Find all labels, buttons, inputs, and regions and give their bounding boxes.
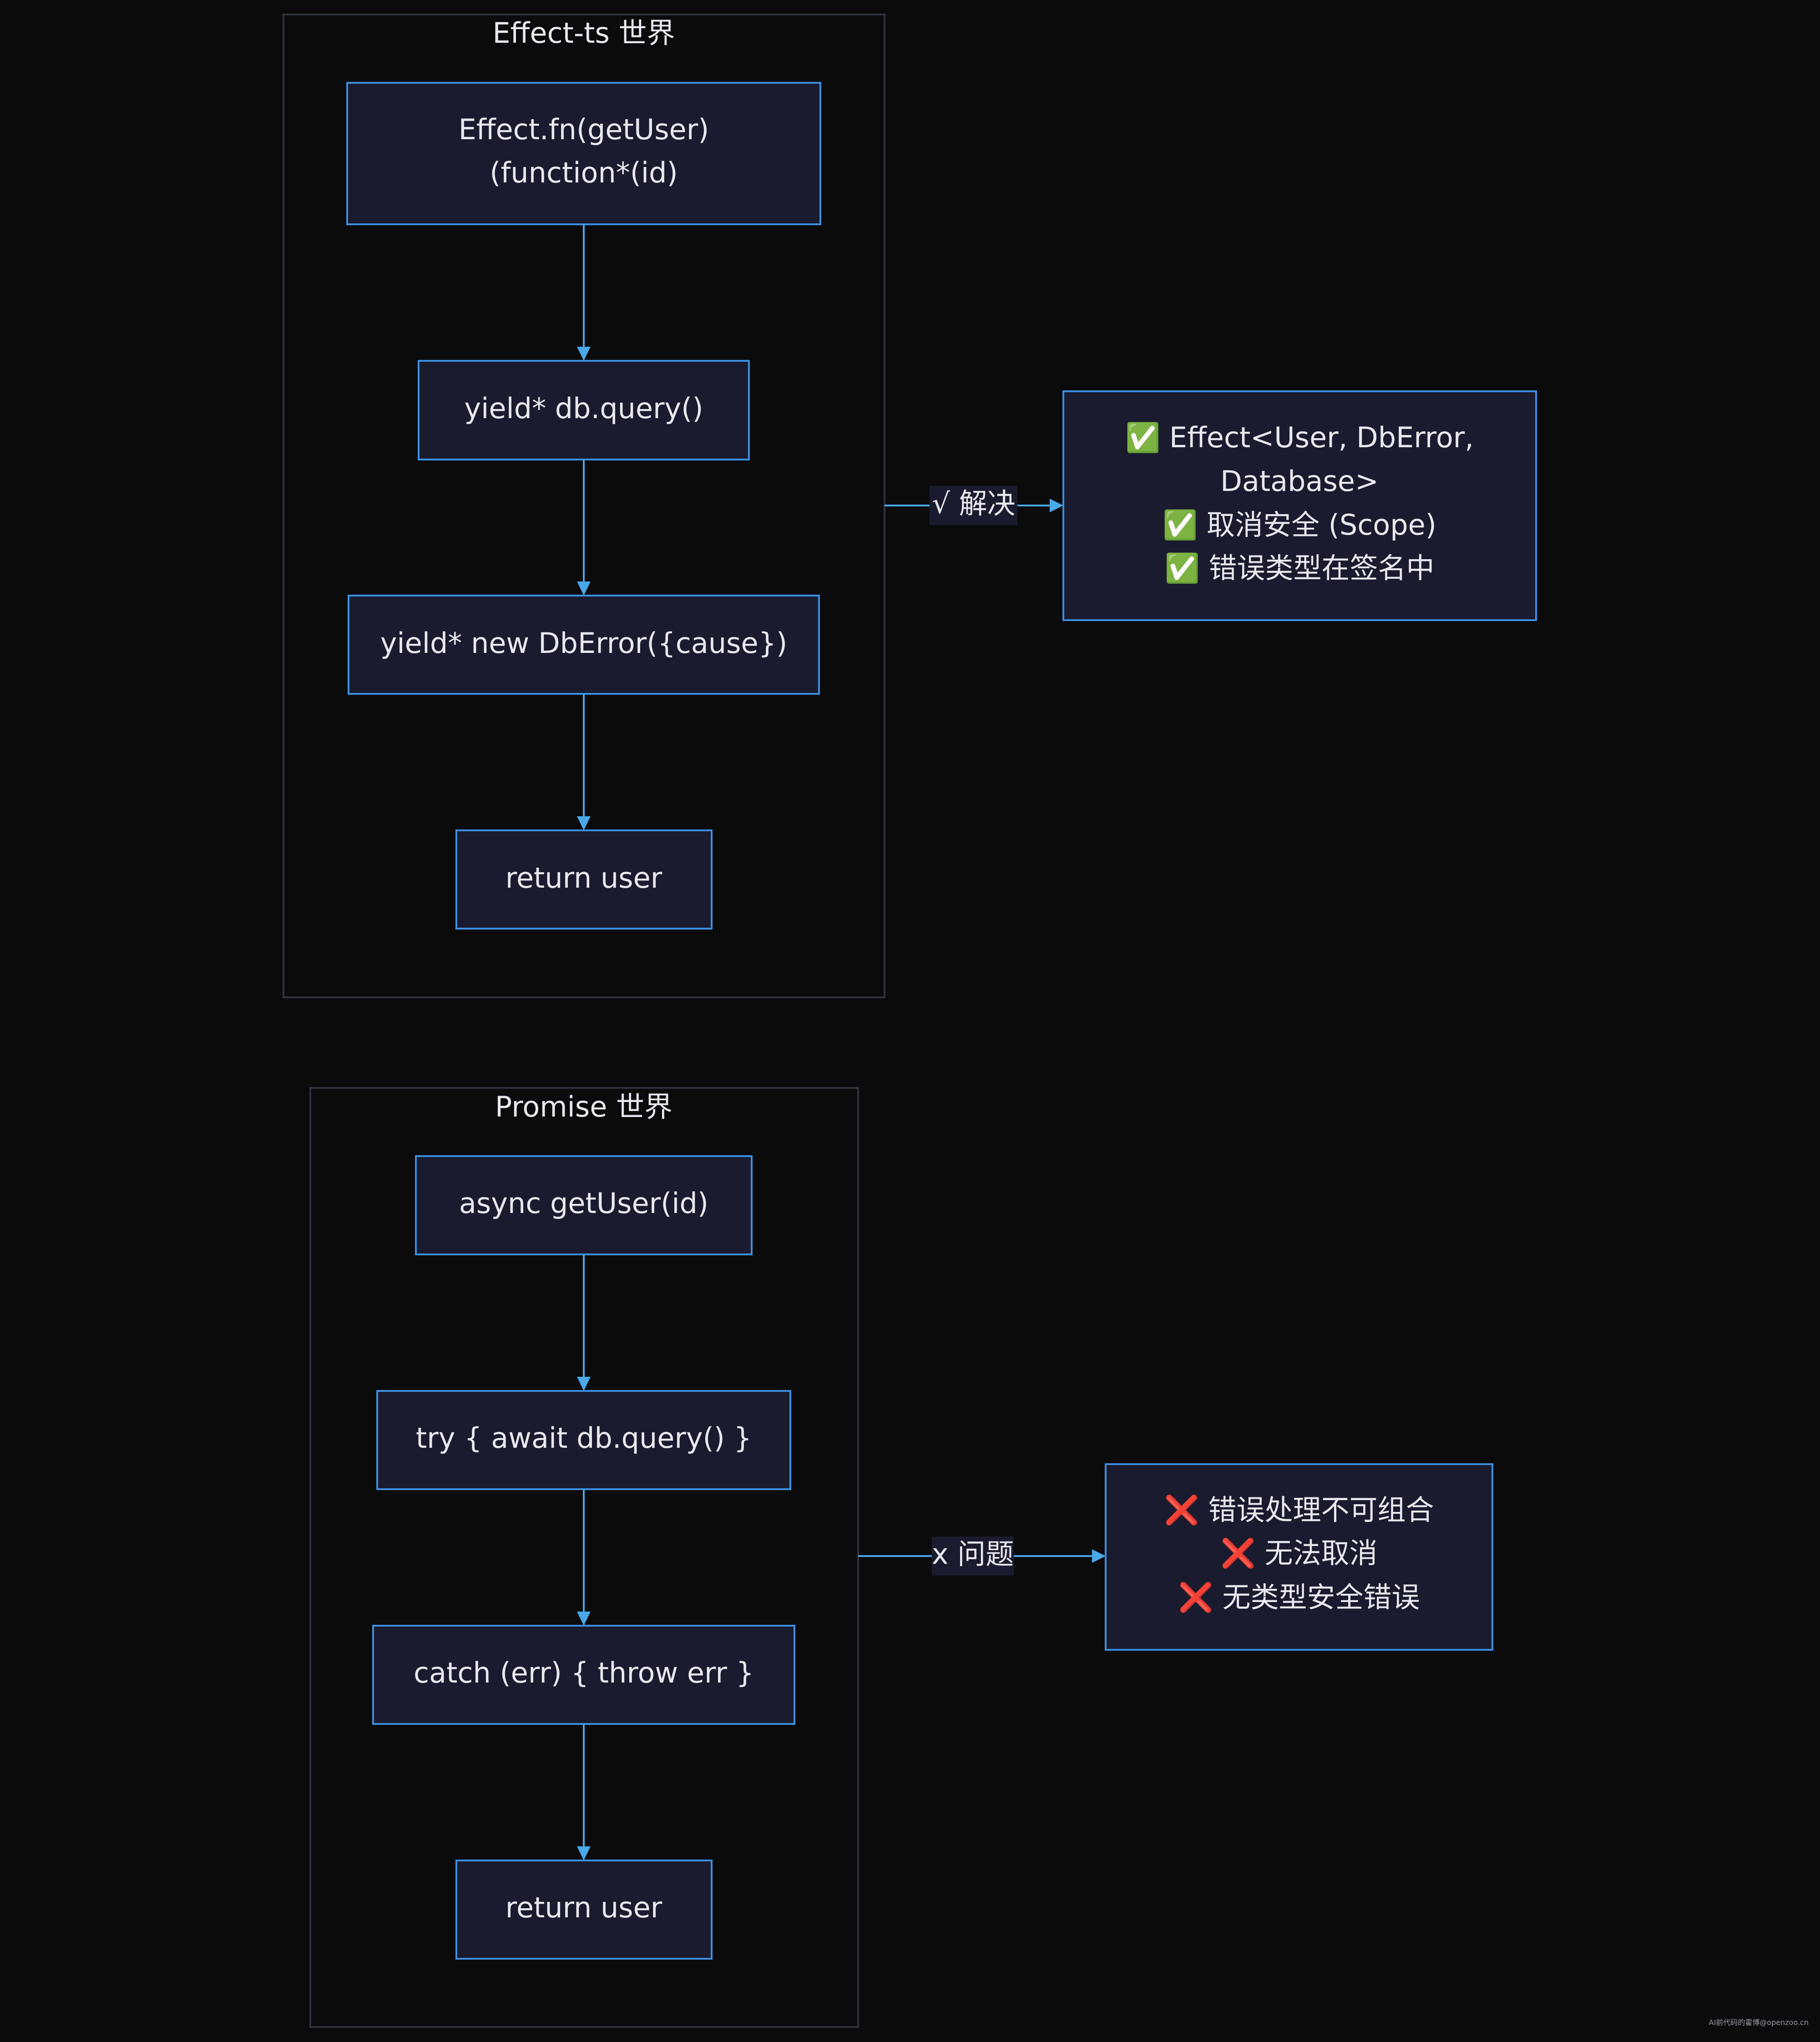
effect-fn-node[interactable]: Effect.fn(getUser) (function*(id) xyxy=(346,82,821,225)
promise-catch-node-label: catch (err) { throw err } xyxy=(414,1656,754,1689)
promise-catch-node[interactable]: catch (err) { throw err } xyxy=(372,1625,795,1725)
effect-result-node[interactable]: ✅ Effect<User, DbError, Database> ✅ 取消安全… xyxy=(1062,390,1537,621)
promise-result-node[interactable]: ❌ 错误处理不可组合 ❌ 无法取消 ❌ 无类型安全错误 xyxy=(1105,1463,1493,1651)
edge-async-to-try xyxy=(577,1254,591,1391)
edge-try-to-catch xyxy=(577,1489,591,1626)
effect-query-node-label: yield* db.query() xyxy=(464,392,703,425)
edge-fn-to-query xyxy=(577,224,591,361)
effect-result-line-1: ✅ Effect<User, DbError, xyxy=(1125,421,1474,454)
promise-async-node-label: async getUser(id) xyxy=(459,1187,708,1220)
effect-query-node[interactable]: yield* db.query() xyxy=(418,360,750,460)
promise-try-node[interactable]: try { await db.query() } xyxy=(376,1390,791,1490)
effect-return-node[interactable]: return user xyxy=(455,829,713,930)
promise-result-line-3: ❌ 无类型安全错误 xyxy=(1178,1581,1420,1614)
edge-query-to-error xyxy=(577,460,591,596)
promise-world-title: Promise 世界 xyxy=(495,1090,672,1123)
effect-result-line-2: Database> xyxy=(1220,465,1379,498)
promise-result-line-1: ❌ 错误处理不可组合 xyxy=(1164,1493,1434,1527)
edge-catch-to-return xyxy=(577,1724,591,1860)
effect-fn-node-label-2: (function*(id) xyxy=(490,156,677,189)
promise-async-node[interactable]: async getUser(id) xyxy=(415,1155,753,1255)
effect-world-title: Effect-ts 世界 xyxy=(492,16,675,50)
effect-result-line-3: ✅ 取消安全 (Scope) xyxy=(1163,508,1436,541)
promise-return-node[interactable]: return user xyxy=(455,1860,713,1960)
effect-fn-node-label-1: Effect.fn(getUser) xyxy=(459,113,709,146)
promise-world-cluster: Promise 世界 async getUser(id) try { await… xyxy=(309,1087,859,2028)
effect-error-node-label: yield* new DbError({cause}) xyxy=(380,627,788,660)
edge-effect-solution: √ 解决 xyxy=(885,486,1063,525)
effect-error-node[interactable]: yield* new DbError({cause}) xyxy=(348,595,820,695)
effect-edge-label: √ 解决 xyxy=(932,487,1015,520)
effect-return-node-label: return user xyxy=(506,861,662,895)
edge-promise-problem: x 问题 xyxy=(858,1537,1106,1576)
effect-world-cluster: Effect-ts 世界 Effect.fn(getUser) (functio… xyxy=(283,14,885,998)
promise-result-line-2: ❌ 无法取消 xyxy=(1221,1537,1378,1570)
promise-edge-label: x 问题 xyxy=(932,1537,1014,1571)
watermark-text: AI前代码的霍博@openzoo.cn xyxy=(1709,2018,1809,2027)
promise-return-node-label: return user xyxy=(506,1891,662,1924)
promise-try-node-label: try { await db.query() } xyxy=(416,1421,752,1455)
edge-error-to-return xyxy=(577,694,591,830)
effect-result-line-4: ✅ 错误类型在签名中 xyxy=(1165,551,1435,585)
